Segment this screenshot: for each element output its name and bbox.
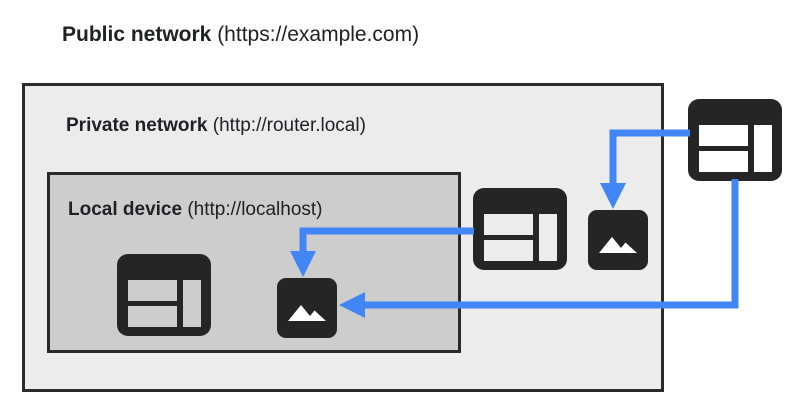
- private-network-label: Private network (http://router.local): [66, 113, 366, 139]
- image-icon: [277, 278, 337, 338]
- browser-window-icon: [688, 99, 782, 181]
- public-network-title: Public network (https://example.com): [62, 21, 419, 49]
- public-network-title-url: (https://example.com): [211, 23, 420, 46]
- private-network-label-bold: Private network: [66, 115, 208, 136]
- local-device-label: Local device (http://localhost): [68, 197, 323, 223]
- local-device-label-bold: Local device: [68, 199, 183, 220]
- browser-window-icon: [117, 254, 211, 336]
- private-network-box: Private network (http://router.local) Lo…: [22, 83, 664, 392]
- local-device-label-url: (http://localhost): [182, 199, 323, 220]
- local-device-box: Local device (http://localhost): [47, 172, 461, 353]
- browser-window-icon: [473, 188, 567, 270]
- private-network-label-url: (http://router.local): [207, 115, 366, 136]
- public-network-title-bold: Public network: [62, 23, 212, 46]
- image-icon: [588, 210, 648, 270]
